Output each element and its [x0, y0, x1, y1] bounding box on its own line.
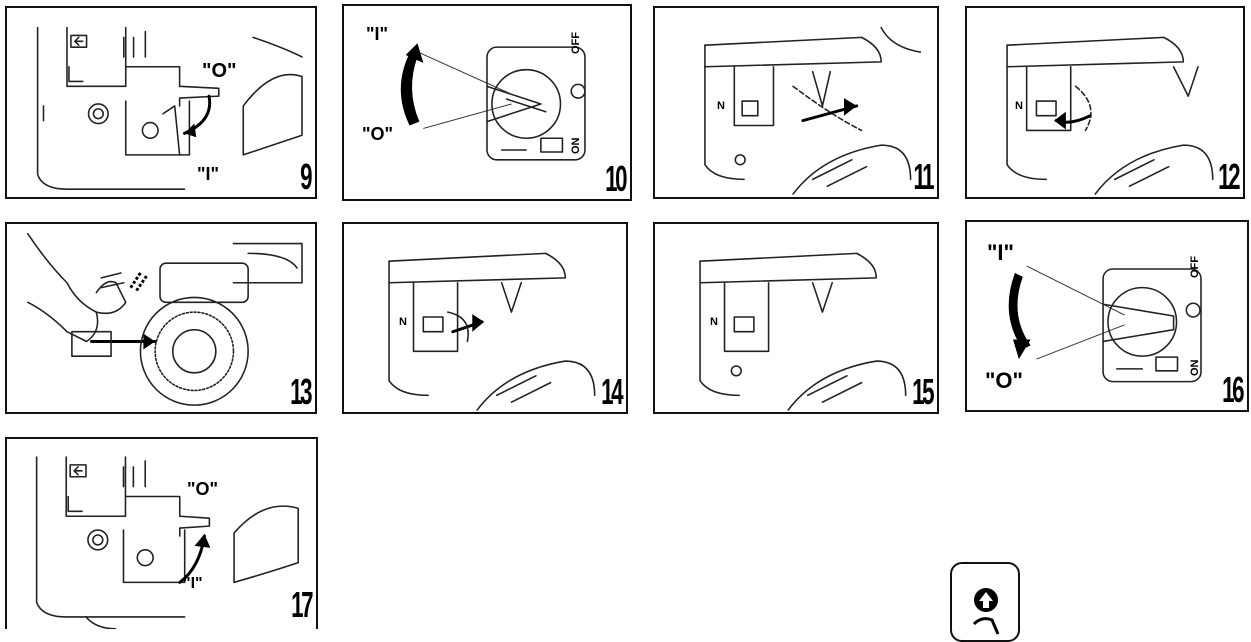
label-off: OFF: [1189, 256, 1201, 278]
arrow-up-circle-glyph: [952, 564, 1020, 642]
figure-14: N 14: [342, 222, 628, 414]
label-i: "I": [987, 240, 1014, 266]
figure-number: 9: [300, 159, 310, 195]
pull-starter-illustration: [7, 224, 315, 412]
figure-13: 13: [5, 222, 317, 414]
figure-12: N 12: [965, 6, 1245, 199]
label-i: "I": [183, 575, 203, 593]
label-o: "O": [202, 60, 237, 83]
label-on: ON: [1189, 360, 1201, 377]
label-on: ON: [570, 138, 582, 155]
label-n: N: [710, 316, 718, 328]
figure-number: 17: [291, 587, 311, 623]
label-o: "O": [187, 479, 218, 500]
figure-16: "I" "O" OFF ON 16: [965, 220, 1249, 412]
label-n: N: [717, 100, 725, 112]
figure-10: "I" "O" OFF ON 10: [342, 4, 632, 201]
figure-15: N 15: [653, 222, 939, 414]
label-i: "I": [197, 164, 219, 185]
figure-number: 11: [913, 159, 932, 195]
figure-number: 16: [1222, 372, 1242, 408]
choke-lever-illustration: [344, 224, 626, 412]
figure-number: 15: [912, 374, 932, 410]
fuel-valve-illustration: [7, 8, 315, 197]
label-o: "O": [985, 368, 1023, 394]
arrow-up-circle-icon: [950, 562, 1020, 642]
figure-number: 12: [1218, 159, 1238, 195]
label-n: N: [399, 316, 407, 328]
label-o: "O": [362, 124, 393, 145]
choke-lever-illustration: [655, 224, 937, 412]
fuel-valve-illustration: [7, 439, 316, 629]
figure-number: 13: [290, 374, 310, 410]
figure-9: "O" "I" 9: [5, 6, 317, 199]
figure-11: N 11: [653, 6, 939, 199]
figure-number: 14: [601, 374, 621, 410]
choke-lever-illustration: [967, 8, 1243, 197]
choke-lever-illustration: [655, 8, 937, 197]
figure-17: "O" "I" 17: [5, 437, 318, 629]
label-n: N: [1015, 100, 1023, 112]
label-off: OFF: [570, 32, 582, 54]
label-i: "I": [366, 24, 388, 45]
figure-number: 10: [605, 161, 625, 197]
